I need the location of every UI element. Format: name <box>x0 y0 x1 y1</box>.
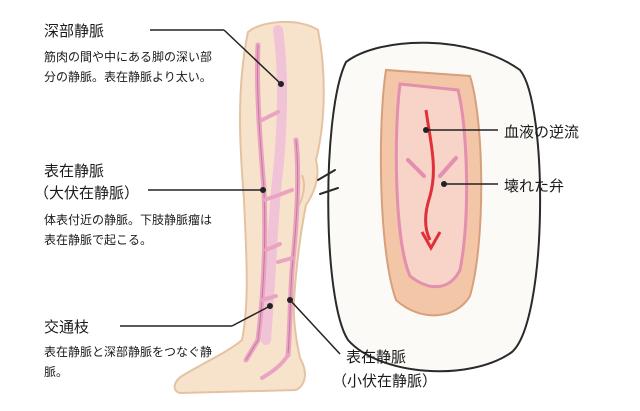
superficial-great-title: 表在静脈 <box>44 162 105 180</box>
deep-vein-title: 深部静脈 <box>44 22 105 40</box>
communicating-vein-title: 交通枝 <box>44 318 90 336</box>
leg-illustration <box>173 20 325 395</box>
zoom-bubble <box>317 41 542 373</box>
superficial-small-title: 表在静脈 <box>346 348 407 366</box>
communicating-vein-description: 表在静脈と深部静脈をつなぐ静脈。 <box>44 345 213 379</box>
broken-valve-label: 壊れた弁 <box>504 177 565 195</box>
leader-lines <box>120 29 498 355</box>
superficial-small-subtitle: （小伏在静脈） <box>332 372 438 390</box>
deep-vein-description: 筋肉の間や中にある脚の深い部分の静脈。表在静脈より太い。 <box>44 50 213 84</box>
superficial-great-description: 体表付近の静脈。下肢静脈瘤は表在静脈で起こる。 <box>44 213 213 247</box>
backflow-label: 血液の逆流 <box>504 123 580 141</box>
superficial-great-subtitle: （大伏在静脈） <box>34 184 140 202</box>
